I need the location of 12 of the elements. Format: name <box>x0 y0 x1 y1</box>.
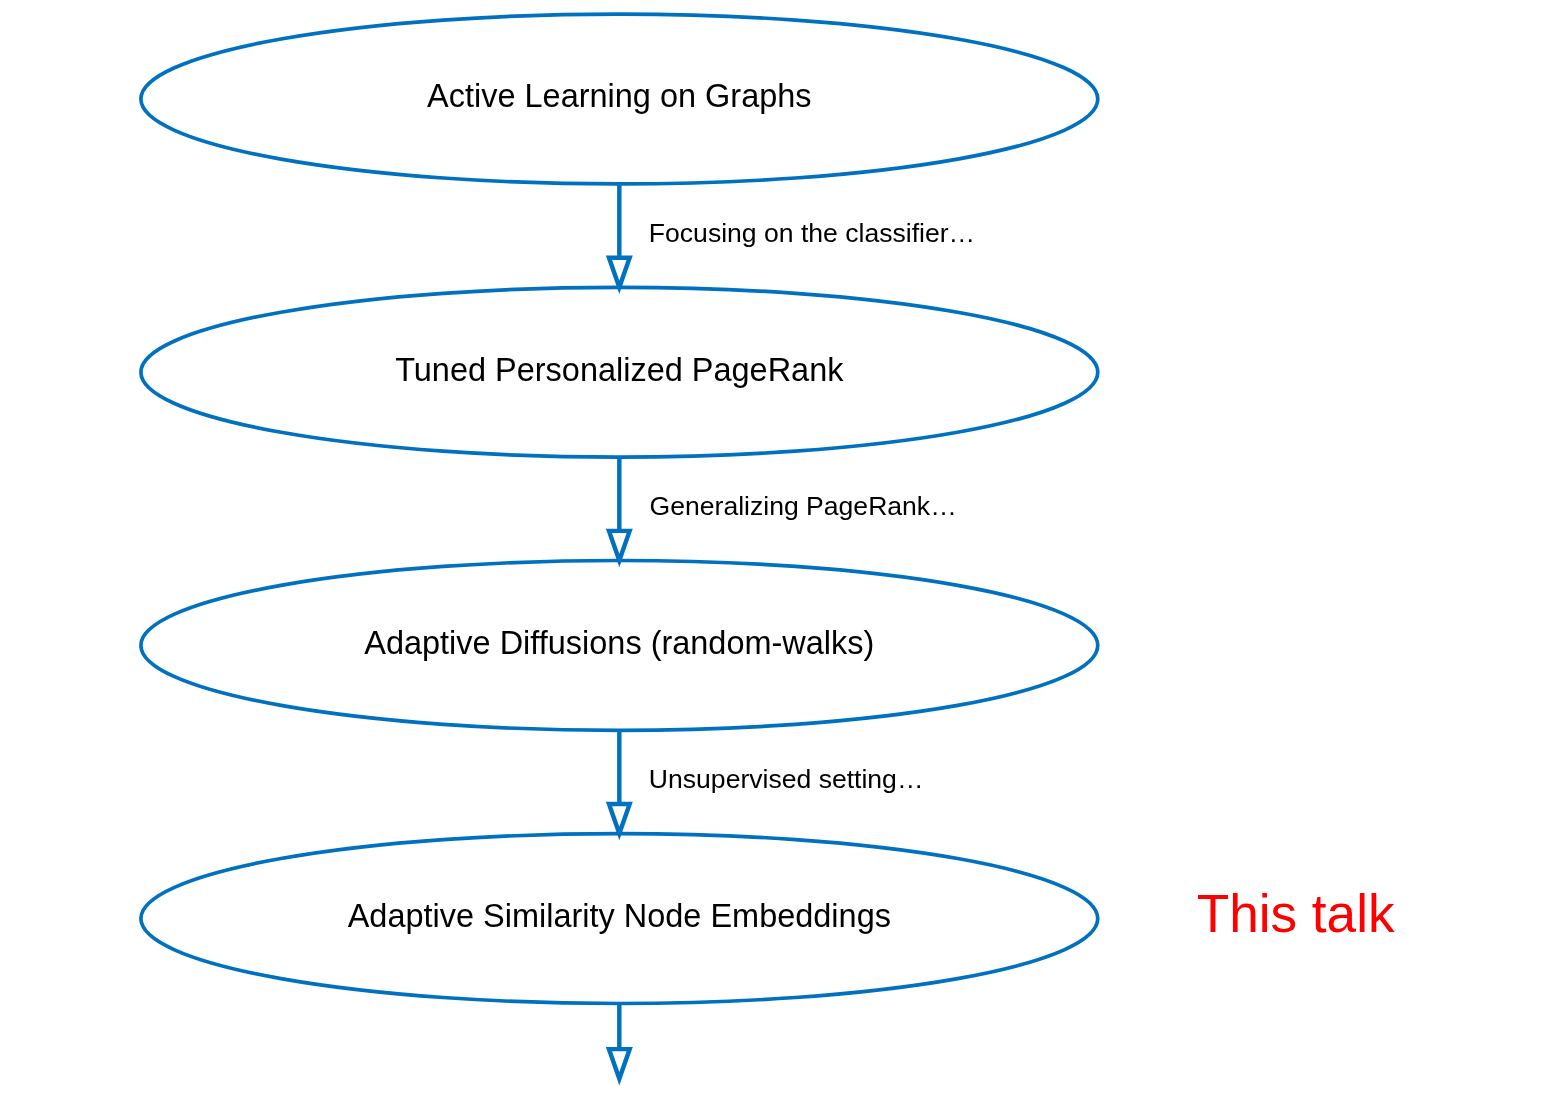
arrow <box>605 184 633 294</box>
arrow <box>605 457 633 568</box>
edge-label: Unsupervised setting… <box>648 764 923 795</box>
node-ellipse: Adaptive Diffusions (random-walks) <box>138 558 1100 733</box>
node-ellipse: Tuned Personalized PageRank <box>138 285 1100 459</box>
edge-label: Focusing on the classifier… <box>648 218 975 249</box>
node-ellipse: Active Learning on Graphs <box>138 12 1100 186</box>
arrow <box>605 1003 633 1086</box>
edge-label: Generalizing PageRank… <box>649 491 957 522</box>
label: This talk <box>1196 883 1395 943</box>
node-ellipse: Adaptive Similarity Node Embeddings <box>138 831 1100 1006</box>
arrow <box>605 730 633 841</box>
